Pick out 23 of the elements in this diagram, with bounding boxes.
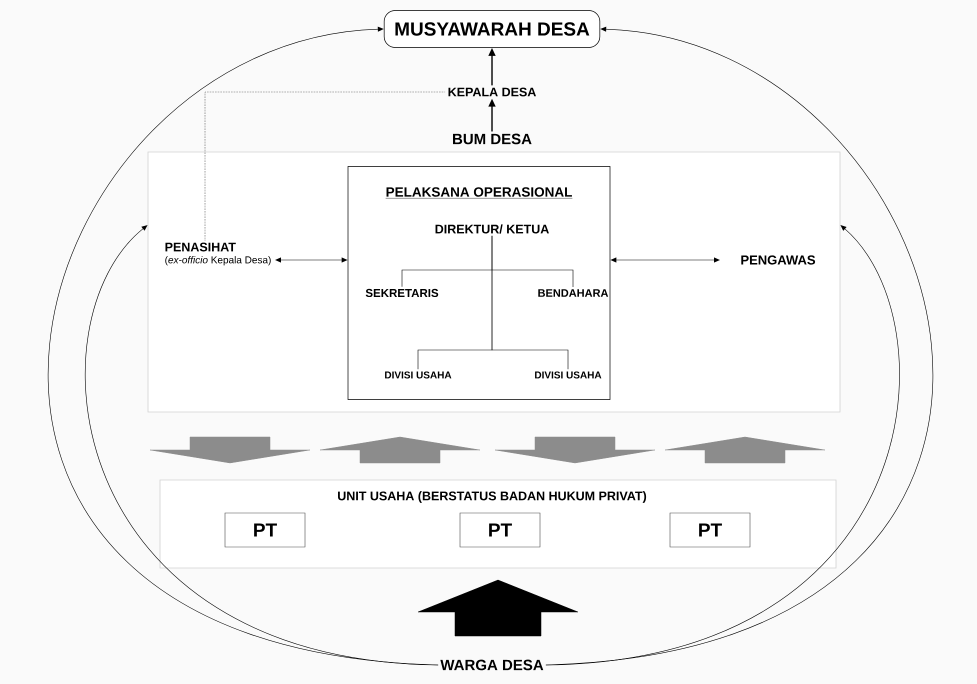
arrow <box>546 225 900 666</box>
label-text: DIVISI USAHA <box>385 371 452 379</box>
company-box: PT <box>460 512 540 548</box>
label-text: KEPALA DESA <box>448 88 536 96</box>
connector-line <box>492 236 568 370</box>
block-arrow <box>320 436 480 464</box>
rounded-box: MUSYAWARAH DESA <box>384 10 600 48</box>
dotted-line <box>204 92 446 241</box>
label-text: DIREKTUR/ KETUA <box>436 224 549 234</box>
arrow <box>84 225 438 666</box>
block-arrow <box>664 436 826 464</box>
company-box: PT <box>224 512 306 548</box>
company-box: PT <box>670 512 750 548</box>
block-arrow <box>494 436 656 464</box>
label-text: PENASIHAT (ex-officio Kepala Desa) <box>165 242 271 266</box>
label-text: SEKRETARIS <box>366 288 438 298</box>
label-text: WARGA DESA <box>440 660 544 670</box>
label-text: PENGAWAS <box>741 255 816 265</box>
label-text: BENDAHARA <box>538 289 608 297</box>
block-arrow <box>150 436 310 464</box>
node-label: BUM DESA <box>453 134 532 144</box>
block-arrow <box>418 580 578 636</box>
label-text: DIVISI USAHA <box>535 371 602 379</box>
